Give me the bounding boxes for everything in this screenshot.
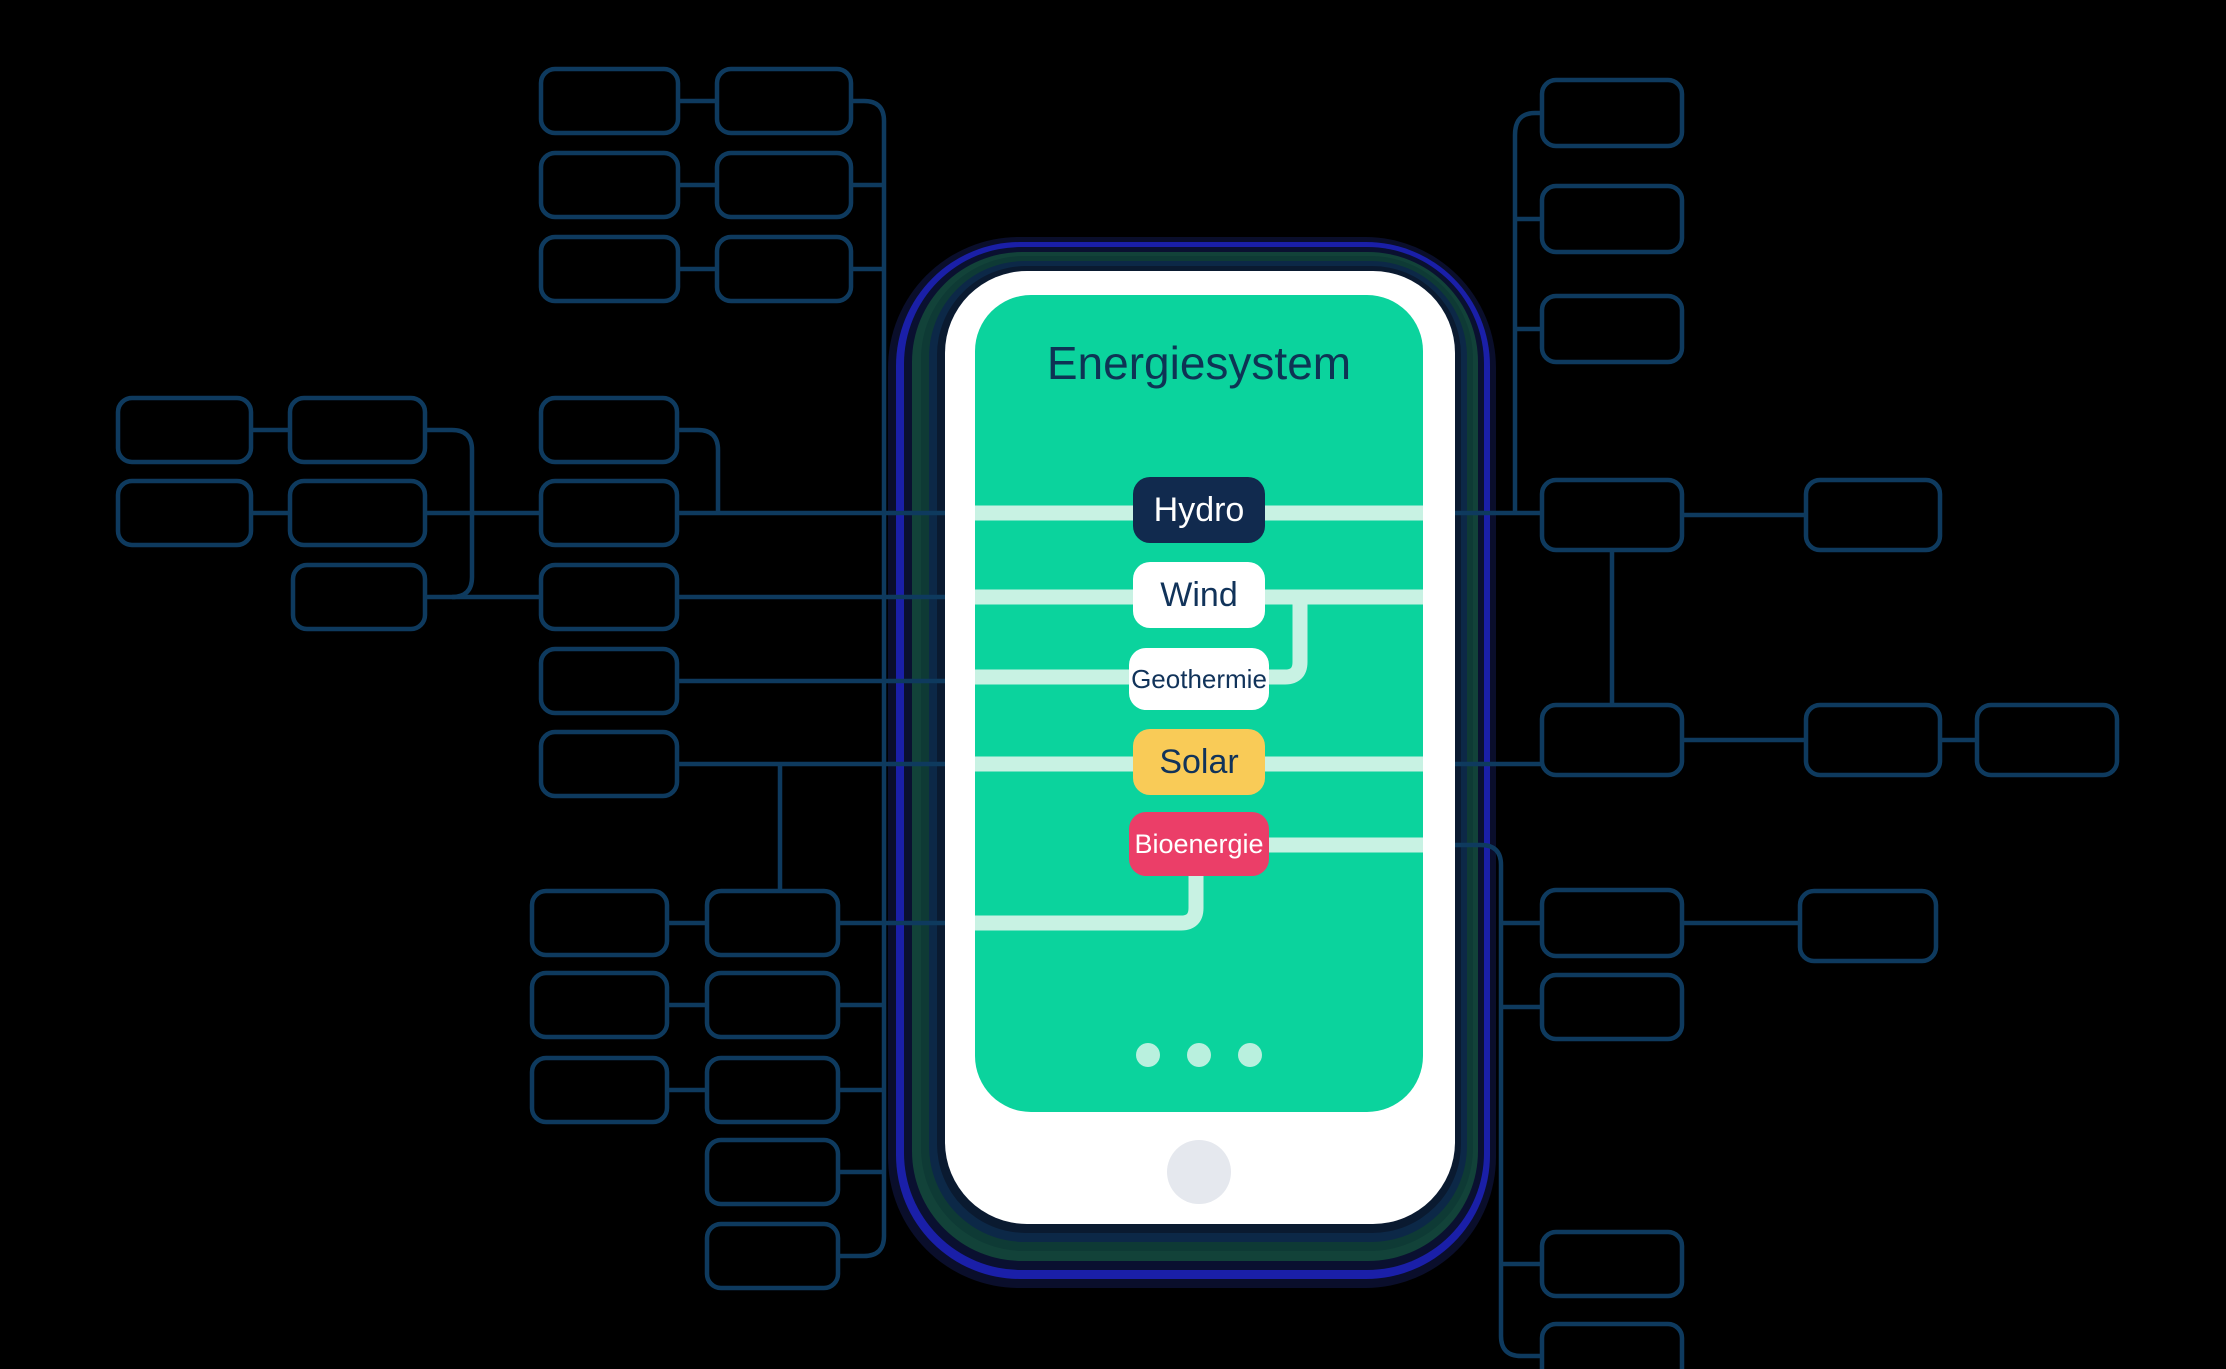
- pagination-dots: [975, 1043, 1423, 1067]
- home-button[interactable]: [1167, 1140, 1231, 1204]
- pagination-dot[interactable]: [1136, 1043, 1160, 1067]
- chip-geothermie[interactable]: Geothermie: [1129, 648, 1269, 710]
- chip-bioenergie[interactable]: Bioenergie: [1129, 812, 1269, 876]
- chip-hydro[interactable]: Hydro: [1133, 477, 1265, 543]
- phone-screen: Energiesystem Hydro Wind Geothermie Sola…: [975, 295, 1423, 1112]
- chip-wind[interactable]: Wind: [1133, 562, 1265, 628]
- chip-solar[interactable]: Solar: [1133, 729, 1265, 795]
- pagination-dot[interactable]: [1238, 1043, 1262, 1067]
- pagination-dot[interactable]: [1187, 1043, 1211, 1067]
- page-title: Energiesystem: [1046, 337, 1352, 389]
- phone-frame: Energiesystem Hydro Wind Geothermie Sola…: [945, 271, 1455, 1224]
